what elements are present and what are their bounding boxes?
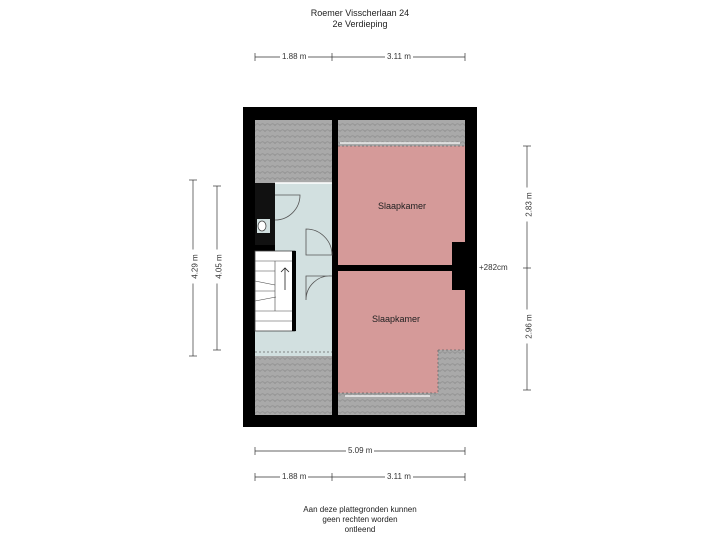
- roof-slope-bottom-right: [338, 393, 465, 415]
- room-label-bedroom-upper: Slaapkamer: [378, 201, 427, 211]
- door-bedroom-upper: [305, 228, 333, 256]
- roof-slope-bottom-left: [255, 356, 332, 415]
- height-note: +282cm: [479, 263, 508, 272]
- roof-slope-top-right: [338, 120, 465, 146]
- address-title: Roemer Visscherlaan 24: [310, 8, 410, 18]
- dim-left-outer: 4.29 m: [190, 249, 200, 284]
- dim-top-right: 3.11 m: [385, 52, 413, 61]
- dim-bottom-right: 3.11 m: [385, 472, 413, 481]
- bedroom-upper: [338, 146, 465, 265]
- disclaimer-line-1: Aan deze plattegronden kunnen: [303, 505, 417, 514]
- door-toilet: [274, 194, 301, 221]
- disclaimer-line-3: ontleend: [344, 525, 376, 534]
- door-bedroom-lower: [305, 275, 333, 301]
- disclaimer: Aan deze plattegronden kunnen geen recht…: [0, 505, 720, 535]
- chimney: [452, 242, 469, 290]
- toilet-fixture: [257, 220, 267, 232]
- toilet-room: [255, 183, 275, 245]
- dim-bottom-left: 1.88 m: [280, 472, 309, 481]
- dim-top-left: 1.88 m: [280, 52, 309, 61]
- floor-title: 2e Verdieping: [332, 19, 388, 29]
- room-label-bedroom-lower: Slaapkamer: [372, 314, 421, 324]
- dim-right-lower: 2.96 m: [524, 309, 534, 344]
- dim-left-inner: 4.05 m: [214, 249, 224, 284]
- dim-bottom-total: 5.09 m: [346, 446, 375, 455]
- bedroom-divider-wall: [338, 265, 465, 271]
- disclaimer-line-2: geen rechten worden: [322, 515, 398, 524]
- dim-right-upper: 2.83 m: [524, 187, 534, 222]
- roof-slope-top-left: [255, 120, 332, 183]
